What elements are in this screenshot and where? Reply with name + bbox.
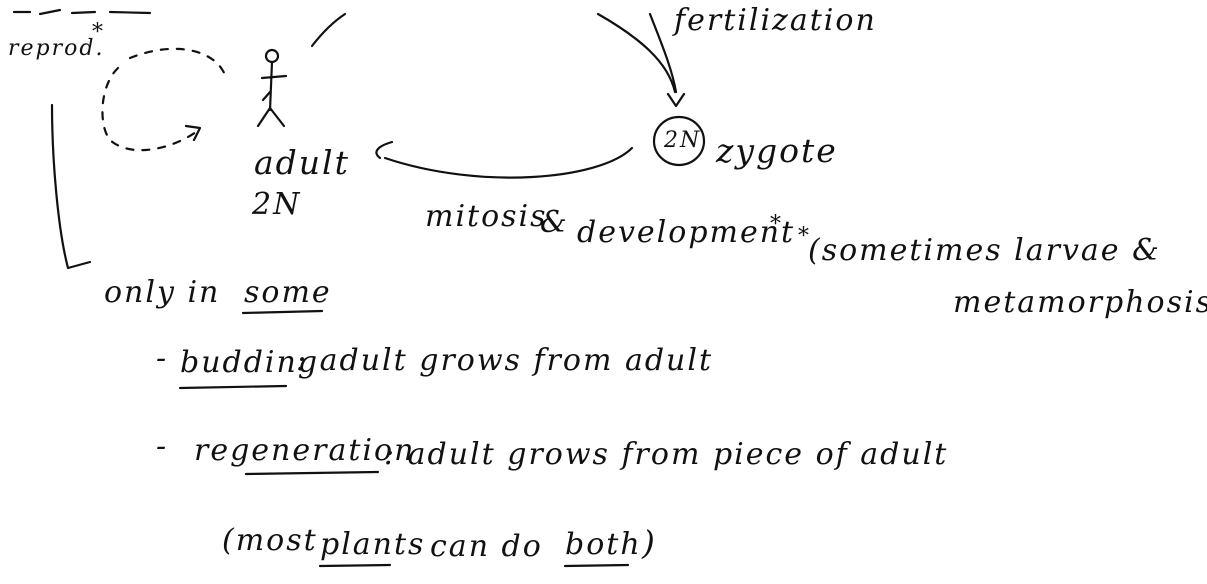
budding-description: : adult grows from adult [296,343,714,378]
development-star: * [770,212,783,237]
mitosis-arc [383,146,634,179]
plants-underline [318,563,392,568]
fertilization-arrowhead [666,92,686,108]
top-cycle-stroke-right [596,12,677,94]
zygote-circle-icon [652,115,706,167]
note-star: * [798,224,811,249]
budding-dash: - [156,341,169,376]
regeneration-dash: - [156,429,169,464]
zygote-ploidy: 2N [664,128,702,153]
both-underline [563,563,630,568]
mitosis-arrowhead [375,140,394,160]
some-text: some [244,275,332,310]
fertilization-line [648,12,678,94]
only-in-text: only in [104,275,221,310]
fertilization-label: fertilization [674,3,877,38]
stick-figure-icon [256,48,288,128]
most-plants-open: (most [222,523,318,558]
ampersand-sign: & [540,205,569,240]
adult-ploidy: 2N [252,187,302,222]
mitosis-label: mitosis [425,199,548,234]
plants-text: plants [320,527,426,562]
regeneration-term: regeneration [194,433,416,468]
note-line-1: (sometimes larvae & [808,233,1161,268]
adult-label: adult [254,143,350,182]
budding-underline [178,384,288,390]
asexual-loop-arrowhead [184,124,202,142]
both-close-paren: ) [642,523,657,562]
development-label: development [577,215,796,250]
reprod-star: * [92,20,105,45]
regeneration-underline [244,470,380,476]
some-underline [241,309,324,315]
budding-term: budding [180,345,320,380]
asexual-loop-dashed-arrow [101,47,227,152]
connector-line [50,103,92,270]
reprod-label: reprod. [8,36,105,61]
top-cycle-stroke-left [310,12,347,48]
zygote-label: zygote [716,131,838,170]
regeneration-description: : adult grows from piece of adult [384,437,949,472]
note-line-2: metamorphosis) [953,285,1207,320]
clipped-top-scribble [12,8,152,16]
both-text: both [565,527,642,562]
can-do-text: can do [430,529,543,564]
